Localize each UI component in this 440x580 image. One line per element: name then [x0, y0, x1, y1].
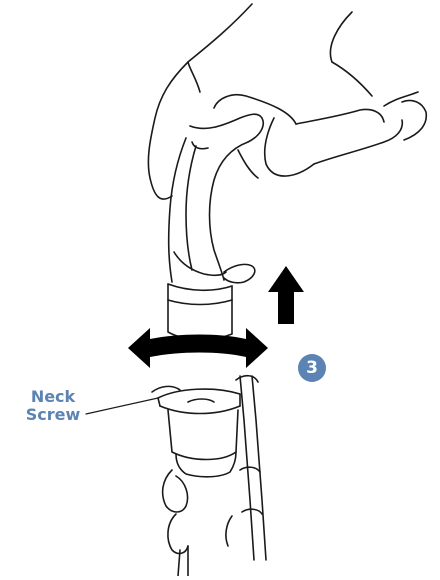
up-arrow-icon — [268, 266, 304, 324]
neck-screw-cup — [152, 386, 240, 476]
rotate-double-arrow-icon — [128, 328, 268, 368]
swivel-cylinder — [168, 284, 232, 340]
elbow-tube — [169, 114, 264, 283]
neck-screw-leader-line — [86, 398, 158, 414]
neck-screw-label: Neck Screw — [18, 388, 88, 424]
step-number-badge: 3 — [298, 354, 326, 382]
neck-screw-label-line2: Screw — [18, 406, 88, 424]
neck-screw-label-line1: Neck — [18, 388, 88, 406]
